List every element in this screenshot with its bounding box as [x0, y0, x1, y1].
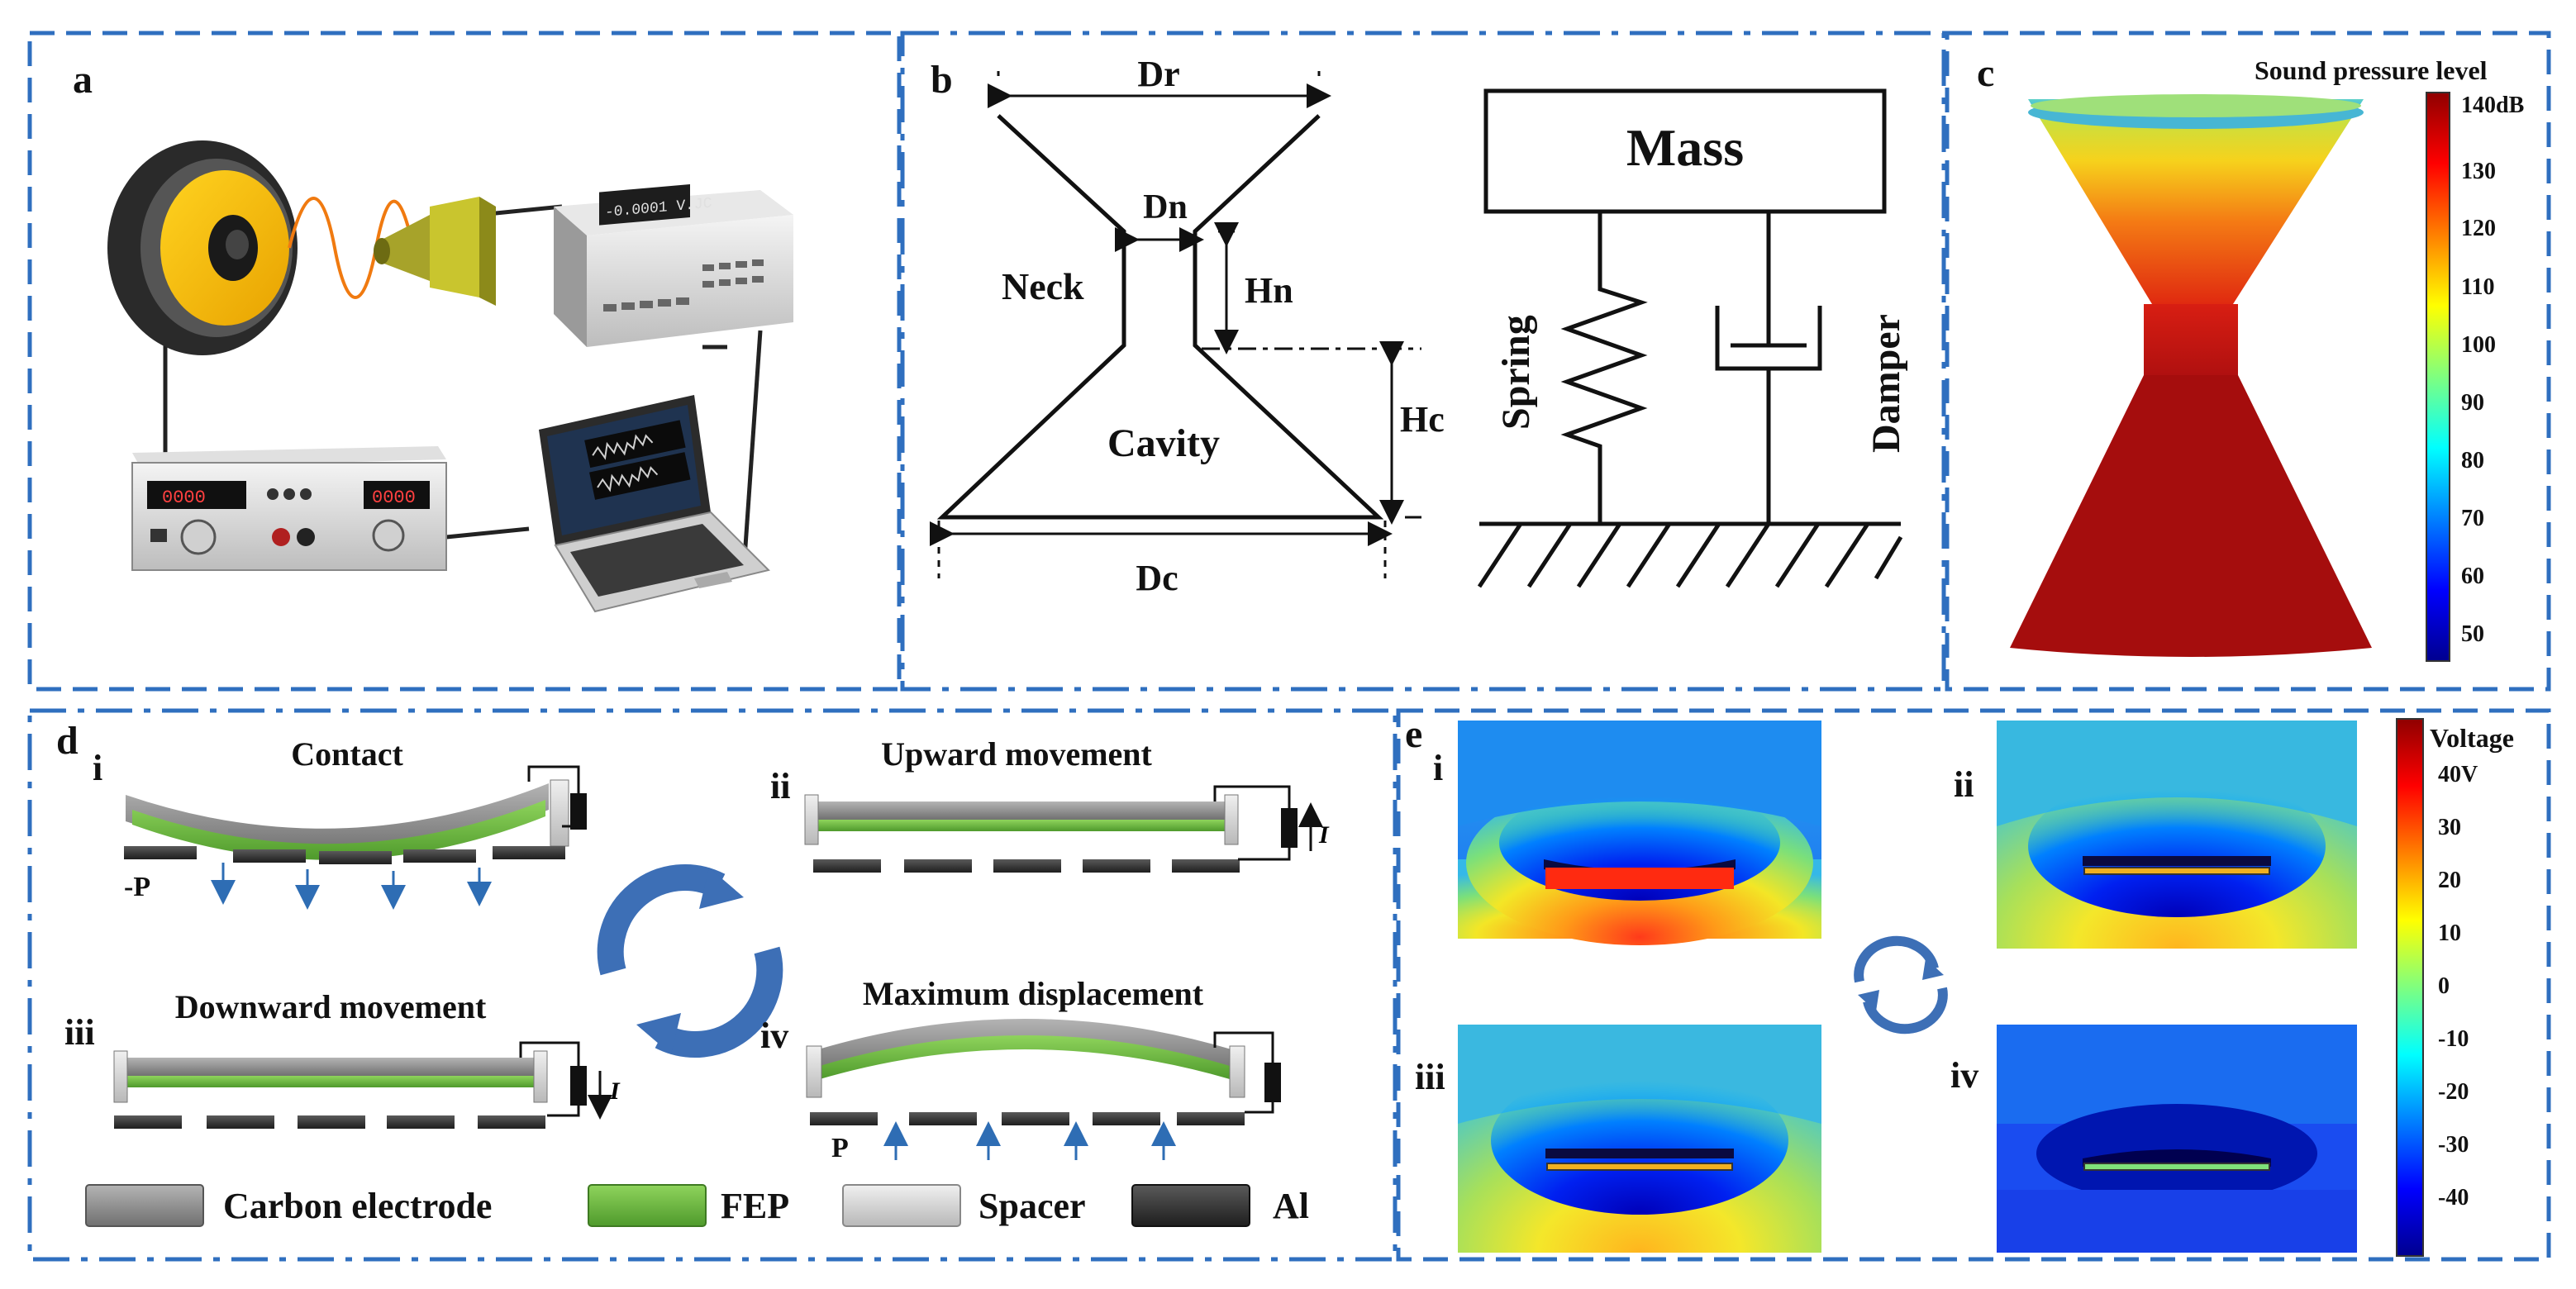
- mass-box: [1483, 88, 1887, 214]
- svg-text:iv: iv: [1950, 1055, 1978, 1096]
- svg-text:Carbon electrode: Carbon electrode: [223, 1186, 492, 1226]
- svg-text:Al: Al: [1273, 1186, 1309, 1226]
- svg-text:50: 50: [2461, 621, 2484, 647]
- svg-text:0000: 0000: [162, 488, 206, 508]
- field-iii: [1458, 1025, 1821, 1253]
- svg-text:ii: ii: [770, 766, 790, 806]
- signal-generator-icon: 0000 0000: [131, 446, 447, 571]
- small-cycle-arrows-icon: [1854, 935, 1948, 1035]
- laptop-icon: [539, 395, 770, 613]
- device-upward: I: [804, 785, 1330, 873]
- svg-text:Maximum displacement: Maximum displacement: [863, 975, 1204, 1012]
- svg-text:110: 110: [2461, 274, 2494, 300]
- svg-text:ii: ii: [1954, 764, 1974, 805]
- dim-hc: Hc: [1400, 399, 1445, 440]
- sound-wave: [288, 197, 415, 299]
- svg-text:60: 60: [2461, 564, 2484, 589]
- device-maxdisp: P: [806, 1019, 1281, 1163]
- loudspeaker-icon: [107, 140, 298, 355]
- svg-text:I: I: [1318, 821, 1330, 849]
- svg-text:0000: 0000: [372, 488, 416, 508]
- svg-text:FEP: FEP: [721, 1186, 789, 1226]
- cycle-arrows-icon: [597, 864, 783, 1058]
- dim-dn: Dn: [1143, 188, 1188, 226]
- panel-a: a: [73, 58, 793, 613]
- svg-text:P: P: [831, 1133, 849, 1163]
- panel-d: d i Contact -P ii Upward movement: [56, 719, 1330, 1227]
- label-spring: Spring: [1494, 315, 1538, 430]
- svg-text:-P: -P: [124, 872, 150, 902]
- svg-text:130: 130: [2461, 159, 2496, 184]
- label-mass: Mass: [1626, 118, 1744, 177]
- svg-text:120: 120: [2461, 216, 2496, 241]
- svg-text:80: 80: [2461, 448, 2484, 473]
- svg-text:20: 20: [2438, 868, 2461, 893]
- dim-dc: Dc: [1136, 558, 1178, 598]
- spring-icon: [1560, 212, 1648, 524]
- dimension-lines: [930, 71, 1421, 578]
- svg-text:-40: -40: [2438, 1185, 2469, 1211]
- panel-e-letter: e: [1405, 712, 1422, 756]
- label-damper: Damper: [1864, 314, 1908, 453]
- device-downward: I: [113, 1041, 621, 1129]
- svg-text:0: 0: [2438, 973, 2450, 999]
- dim-dr: Dr: [1137, 54, 1179, 94]
- svg-text:-30: -30: [2438, 1132, 2469, 1158]
- horn-device-icon: [374, 197, 496, 306]
- panel-c: c Sound pressure level 140dB 130 120 110…: [1977, 51, 2524, 662]
- spl-colorbar: [2426, 92, 2450, 662]
- svg-text:Upward movement: Upward movement: [881, 735, 1152, 773]
- field-ii: [1997, 721, 2357, 949]
- panel-d-letter: d: [56, 719, 79, 763]
- dim-hn: Hn: [1245, 270, 1293, 311]
- panel-e: e i ii iii: [1405, 712, 2514, 1257]
- colorbar-title-voltage: Voltage: [2430, 723, 2514, 753]
- svg-text:30: 30: [2438, 815, 2461, 840]
- svg-text:-10: -10: [2438, 1026, 2469, 1052]
- electrometer-icon: -0.0001 V.JC: [554, 183, 793, 347]
- field-i: [1458, 721, 1821, 945]
- label-neck: Neck: [1002, 265, 1084, 307]
- spl-colorbar-ticks: 140dB 130 120 110 100 90 80 70 60 50: [2461, 93, 2524, 647]
- svg-text:40V: 40V: [2438, 762, 2478, 787]
- label-cavity: Cavity: [1107, 421, 1220, 465]
- svg-text:140dB: 140dB: [2461, 93, 2524, 118]
- panel-c-letter: c: [1977, 51, 1994, 95]
- svg-text:90: 90: [2461, 390, 2484, 416]
- cables: [163, 204, 763, 571]
- material-legend: Carbon electrode FEP Spacer Al: [85, 1184, 1309, 1227]
- spl-field: [2010, 94, 2372, 657]
- panel-b: b Dr Dn Hn Hc Dc Neck Cavity Mass: [930, 54, 1908, 598]
- svg-text:iv: iv: [760, 1016, 788, 1056]
- panel-frames: [27, 31, 2551, 1262]
- damper-icon: [1715, 212, 1822, 524]
- device-contact: -P: [124, 765, 587, 910]
- svg-text:Contact: Contact: [291, 735, 403, 773]
- panel-a-letter: a: [73, 58, 93, 102]
- voltage-colorbar-ticks: 40V 30 20 10 0 -10 -20 -30 -40: [2438, 762, 2478, 1211]
- svg-text:iii: iii: [64, 1012, 95, 1053]
- svg-text:I: I: [609, 1077, 621, 1105]
- voltage-colorbar: [2396, 718, 2424, 1257]
- svg-text:100: 100: [2461, 332, 2496, 358]
- svg-text:i: i: [1433, 748, 1443, 788]
- svg-text:i: i: [93, 748, 102, 788]
- ground-icon: [1477, 521, 1903, 588]
- field-iv: [1997, 1025, 2357, 1253]
- svg-text:iii: iii: [1415, 1057, 1445, 1097]
- svg-text:-20: -20: [2438, 1079, 2469, 1105]
- svg-text:Spacer: Spacer: [978, 1186, 1086, 1226]
- svg-text:10: 10: [2438, 920, 2461, 946]
- svg-text:Downward movement: Downward movement: [175, 988, 487, 1025]
- colorbar-title-spl: Sound pressure level: [2255, 55, 2488, 85]
- svg-text:70: 70: [2461, 506, 2484, 531]
- panel-b-letter: b: [931, 58, 953, 102]
